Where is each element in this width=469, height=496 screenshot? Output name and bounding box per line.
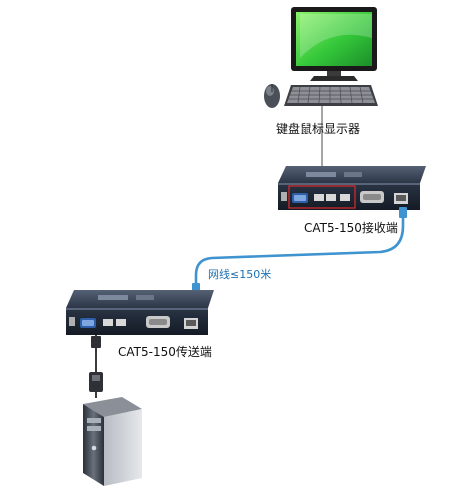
- cable-length-label: 网线≤150米: [208, 268, 272, 281]
- vga-connector-icon: [89, 335, 103, 398]
- pc-tower-icon: [83, 397, 142, 486]
- monitor-icon: [291, 7, 377, 81]
- transmitter-device-icon: [66, 290, 214, 335]
- console-label: 键盘鼠标显示器: [276, 122, 361, 136]
- transmitter-label: CAT5-150传送端: [118, 345, 212, 359]
- receiver-device-icon: [278, 166, 426, 210]
- receiver-label: CAT5-150接收端: [304, 221, 398, 235]
- mouse-icon: [264, 84, 280, 108]
- keyboard-icon: [284, 85, 378, 106]
